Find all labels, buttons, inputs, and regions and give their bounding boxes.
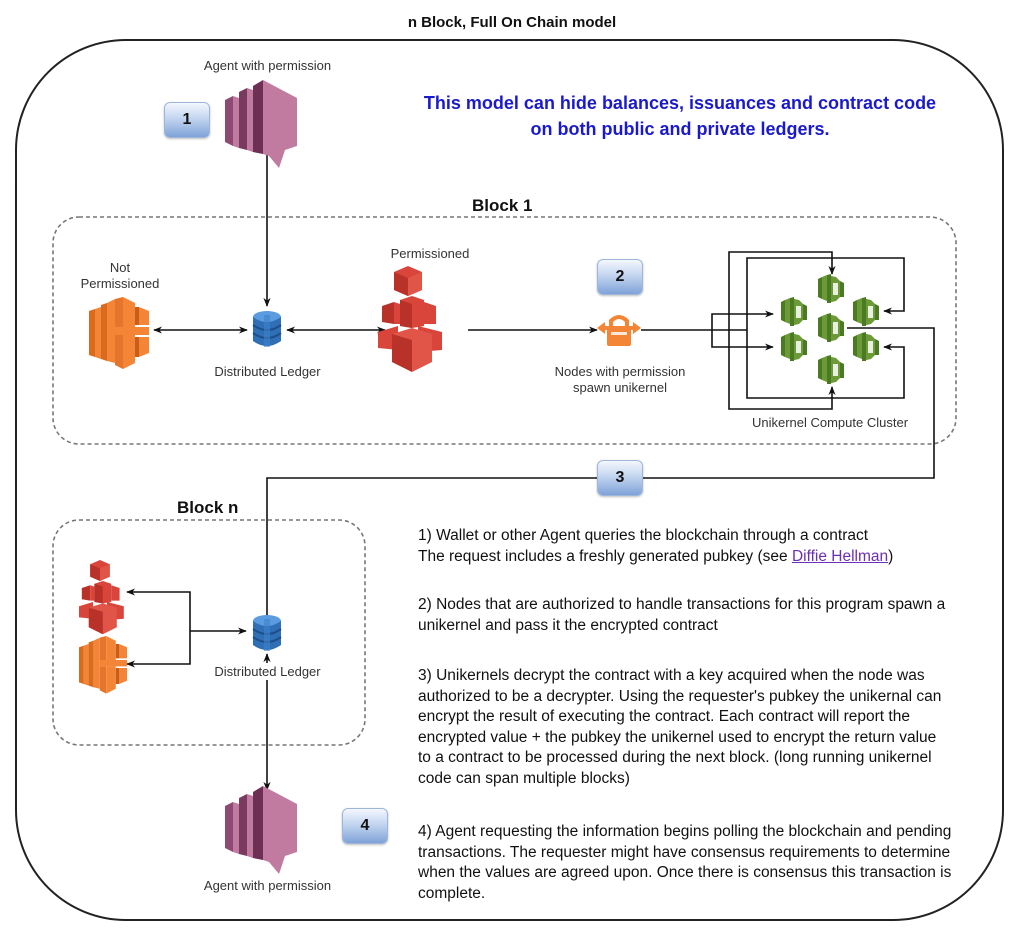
headline: This model can hide balances, issuances … [423, 93, 937, 139]
not-permissioned-label: Not Permissioned [80, 260, 160, 291]
note-2: 2) Nodes that are authorized to handle t… [418, 596, 946, 634]
connector-blockn-permissioned [126, 588, 191, 631]
blockn-area [52, 519, 366, 746]
note-1: 1) Wallet or other Agent queries the blo… [418, 526, 978, 567]
connector-branch [746, 330, 905, 399]
unikernel-icon [818, 274, 844, 303]
lock-arrows-icon [597, 315, 641, 346]
database-icon [252, 310, 282, 348]
note-4: 4) Agent requesting the information begi… [418, 823, 952, 902]
blockn-label: Block n [177, 498, 239, 517]
block1-label: Block 1 [472, 196, 533, 215]
note-1-line1: 1) Wallet or other Agent queries the blo… [418, 527, 869, 544]
unikernel-icon [853, 297, 879, 326]
note-3: 3) Unikernels decrypt the contract with … [418, 667, 942, 787]
unikernel-cluster [781, 274, 879, 384]
note-1-text: The request includes a freshly generated… [418, 547, 792, 565]
ledger-label: Distributed Ledger [214, 364, 321, 379]
cubes-icon [79, 560, 124, 635]
agent-icon [225, 80, 297, 168]
bottom-agent-label: Agent with permission [203, 878, 332, 893]
permissioned-label: Permissioned [390, 246, 470, 261]
connector-cluster-to-blockn [263, 327, 935, 632]
unikernel-icon [781, 297, 807, 326]
nodes-label-line2: spawn unikernel [573, 380, 667, 395]
cluster-label: Unikernel Compute Cluster [751, 415, 909, 430]
unikernel-icon [853, 332, 879, 361]
diagram-title: n Block, Full On Chain model [407, 14, 617, 31]
compute-server-icon [89, 297, 149, 369]
unikernel-icon [818, 313, 844, 342]
outer-container [15, 39, 1004, 921]
database-icon [252, 614, 282, 652]
agent-icon [225, 786, 297, 874]
block1-area [52, 216, 957, 445]
connector-branch [728, 251, 836, 330]
blockn-ledger-label: Distributed Ledger [214, 664, 321, 679]
connector-blockn-notpermissioned [126, 631, 191, 668]
connector-branch [711, 310, 774, 330]
step-badge-1: 1 [164, 102, 210, 138]
cubes-icon [378, 266, 442, 372]
top-agent-label: Agent with permission [203, 58, 332, 73]
note-1-text-end: ) [888, 547, 894, 565]
connector-branch [711, 330, 774, 351]
diffie-hellman-link[interactable]: Diffie Hellman [791, 547, 889, 565]
unikernel-icon [781, 332, 807, 361]
unikernel-icon [818, 355, 844, 384]
compute-server-icon [79, 636, 127, 694]
step-badge-3: 3 [597, 460, 643, 496]
step-badge-4: 4 [342, 808, 388, 844]
note-1-line2: The request includes a freshly generated… [418, 547, 978, 568]
connector-branch [746, 257, 905, 330]
nodes-label-line1: Nodes with permission [554, 364, 686, 379]
connector-branch [728, 330, 836, 410]
step-badge-2: 2 [597, 259, 643, 295]
